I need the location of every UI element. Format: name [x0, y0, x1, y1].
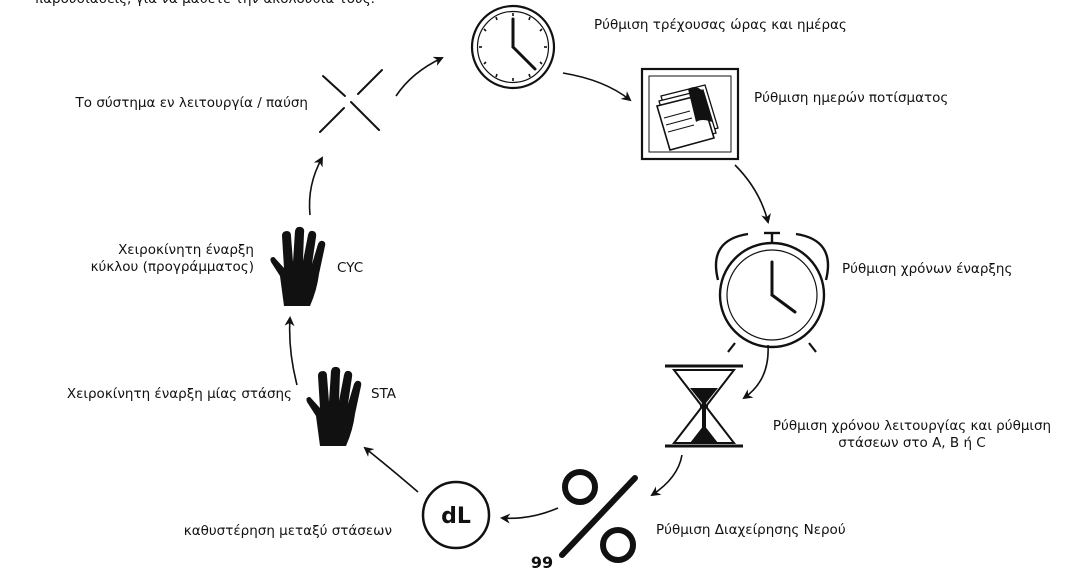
arrow-hourglass-to-percent	[650, 454, 683, 497]
hand-icon	[306, 366, 362, 446]
label-system: Το σύστημα εν λειτουργία / παύση	[75, 95, 308, 111]
label-clock: Ρύθμιση τρέχουσας ώρας και ημέρας	[594, 17, 847, 33]
label-alarm: Ρύθμιση χρόνων έναρξης	[842, 261, 1013, 277]
cycle-arrows	[284, 56, 771, 524]
arrow-clock-to-calendar	[562, 72, 632, 102]
arrow-calendar-to-alarm	[734, 164, 771, 224]
clock-icon	[470, 4, 556, 90]
arrow-alarm-to-hourglass	[742, 344, 769, 400]
label-calendar: Ρύθμιση ημερών ποτίσματος	[754, 90, 949, 106]
calendar-icon	[640, 67, 740, 161]
page-number: 99	[530, 553, 554, 572]
intro-text: παρουσιάσεις, για να μάθετε την ακολουθί…	[35, 0, 375, 8]
arrow-percent-to-delay	[500, 507, 559, 524]
label-cyc-code: CYC	[337, 260, 364, 276]
hourglass-icon	[665, 364, 743, 448]
x-icon	[319, 69, 383, 133]
label-sta-code: STA	[371, 386, 397, 402]
percent-icon	[559, 469, 638, 563]
label-manual-station: Χειροκίνητη έναρξη μίας στάσης	[66, 386, 292, 402]
arrow-system-to-clock	[395, 56, 444, 97]
hand-icon	[270, 226, 326, 306]
label-percent: Ρύθμιση Διαχείρησης Νερού	[656, 522, 846, 538]
delay-icon: dL	[421, 480, 491, 550]
label-hourglass: Ρύθμιση χρόνου λειτουργίας και ρύθμιση σ…	[772, 418, 1052, 451]
arrow-station-to-cycle	[284, 316, 298, 386]
arrow-delay-to-station	[363, 446, 419, 493]
alarm-clock-icon	[714, 231, 830, 353]
delay-code: dL	[441, 504, 471, 529]
label-manual-cycle: Χειροκίνητη έναρξη κύκλου (προγράμματος)	[90, 242, 254, 275]
arrow-cycle-to-system	[308, 156, 323, 216]
label-delay: καθυστέρηση μεταξύ στάσεων	[183, 523, 392, 539]
